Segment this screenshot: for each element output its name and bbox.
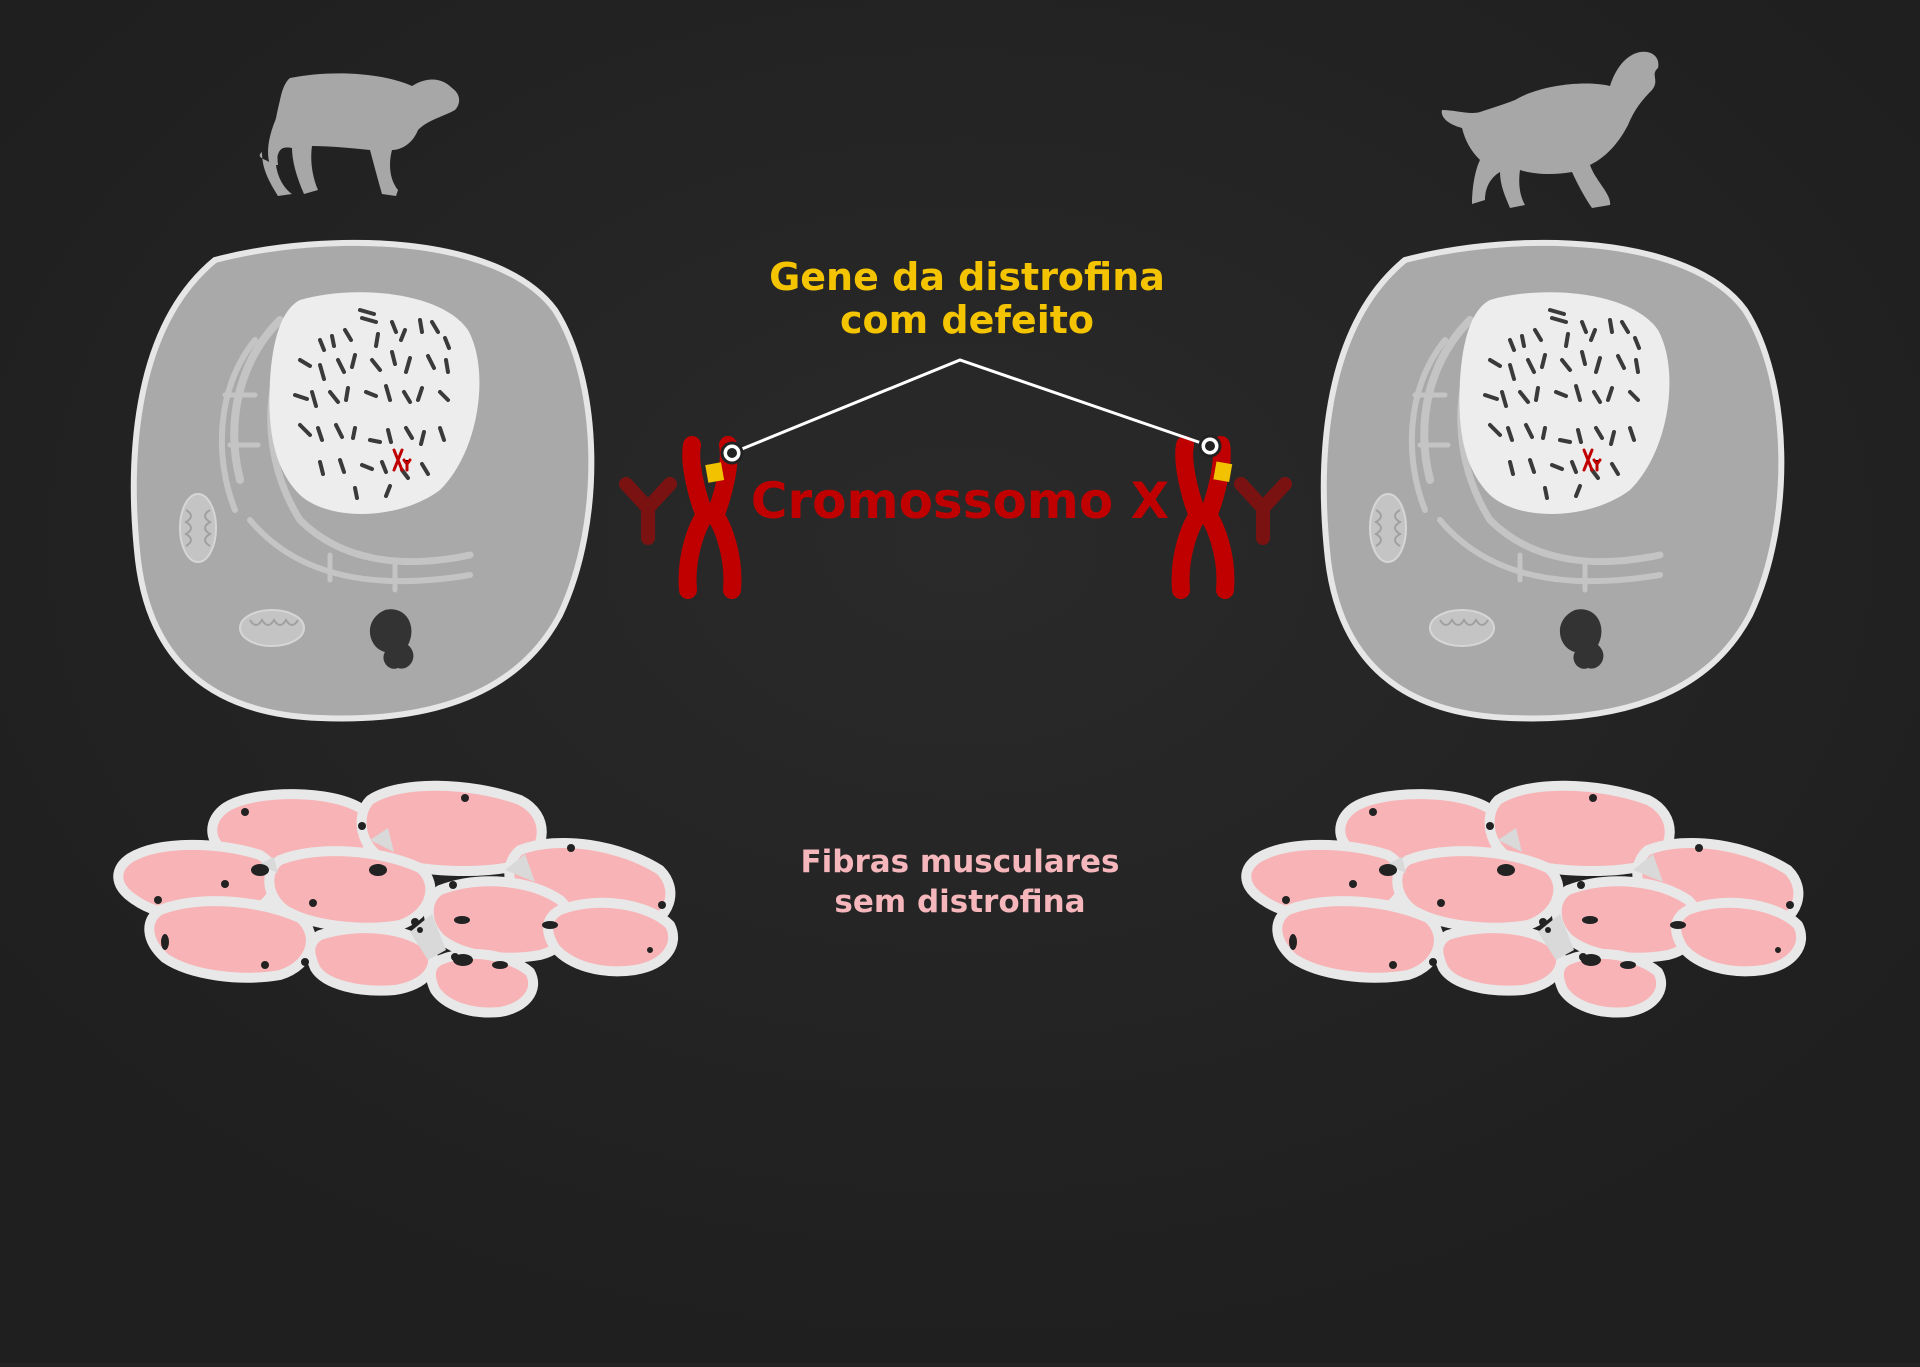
adult-dog-silhouette-icon <box>1441 51 1659 208</box>
chromosome-label: Cromossomo X <box>751 472 1169 530</box>
fibers-label-line2: sem distrofina <box>834 884 1085 920</box>
gene-pointer-lines <box>720 358 1222 465</box>
gene-label-line2: com defeito <box>840 298 1094 342</box>
gene-label-line1: Gene da distrofina <box>769 255 1165 299</box>
x-chromosome-right <box>1181 445 1233 590</box>
fibers-label-line1: Fibras musculares <box>800 844 1119 880</box>
x-chromosome-left <box>688 445 733 590</box>
cell-right <box>1324 243 1781 719</box>
puppy-silhouette-icon <box>259 73 460 196</box>
cell-left <box>134 243 591 719</box>
